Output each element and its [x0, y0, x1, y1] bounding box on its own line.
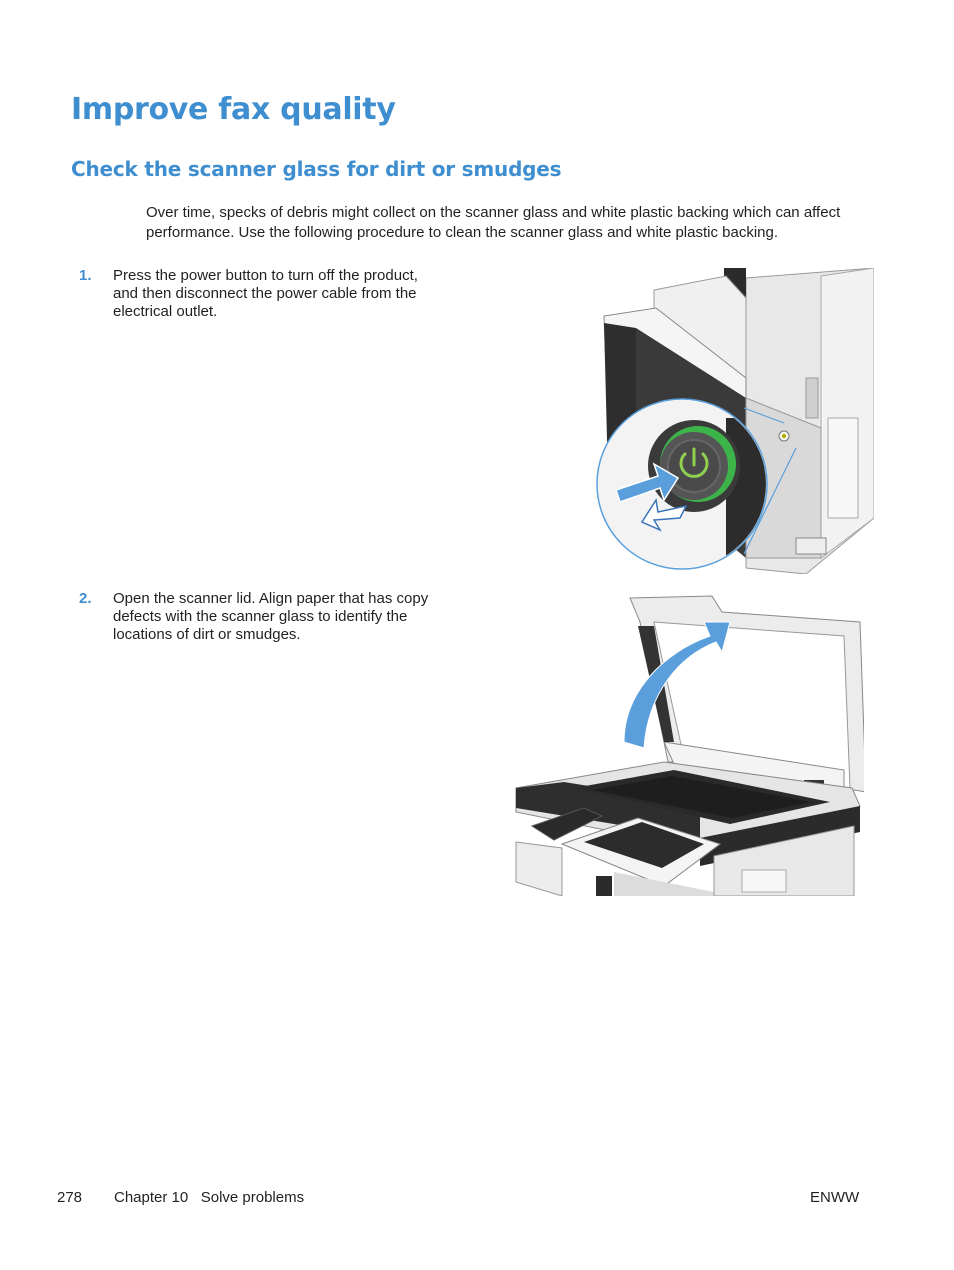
- footer-enww: ENWW: [810, 1189, 860, 1206]
- page-title: Improve fax quality: [71, 92, 396, 127]
- footer-chapter: Chapter 10 Solve problems: [114, 1189, 305, 1206]
- step-2-number: 2.: [79, 590, 92, 607]
- footer-page-number: 278: [57, 1189, 83, 1206]
- intro-paragraph: Over time, specks of debris might collec…: [146, 204, 841, 241]
- step-1-number: 1.: [79, 267, 92, 284]
- power-button-illustration: [596, 268, 874, 574]
- step-1-text: Press the power button to turn off the p…: [113, 267, 418, 320]
- step-2-text: Open the scanner lid. Align paper that h…: [113, 590, 429, 643]
- section-title: Check the scanner glass for dirt or smud…: [71, 157, 562, 181]
- scanner-lid-illustration: [515, 595, 864, 896]
